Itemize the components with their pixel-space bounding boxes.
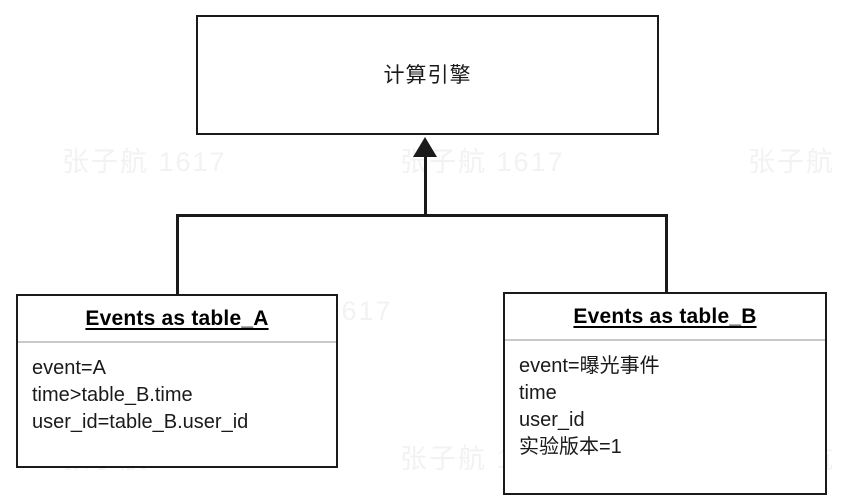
table-a-field-list: event=A time>table_B.time user_id=table_… <box>18 343 336 436</box>
table-a-field: user_id=table_B.user_id <box>32 411 249 433</box>
connector-branch-table-a <box>176 214 179 294</box>
table-a-field: time>table_B.time <box>32 384 193 406</box>
arrow-up-icon <box>413 137 437 157</box>
table-b-field: user_id <box>519 409 585 431</box>
table-a-header: Events as table_A <box>18 296 336 343</box>
engine-node-label: 计算引擎 <box>383 63 472 87</box>
table-b-field: time <box>519 382 557 404</box>
table-b-field: 实验版本=1 <box>519 436 622 458</box>
table-b-field: event=曝光事件 <box>519 355 660 377</box>
connector-horizontal-bar <box>176 214 668 217</box>
watermark: 张子航 1617 <box>62 147 227 177</box>
connector-branch-table-b <box>665 214 668 292</box>
table-node-table-a: Events as table_A event=A time>table_B.t… <box>16 294 338 468</box>
table-b-field-list: event=曝光事件 time user_id 实验版本=1 <box>505 341 825 461</box>
connector-stem <box>424 152 427 216</box>
table-a-header-label: Events as table_A <box>85 306 269 330</box>
table-b-header-label: Events as table_B <box>573 304 757 328</box>
engine-node: 计算引擎 <box>196 15 659 135</box>
table-a-field: event=A <box>32 357 106 379</box>
table-b-header: Events as table_B <box>505 294 825 341</box>
table-node-table-b: Events as table_B event=曝光事件 time user_i… <box>503 292 827 495</box>
watermark: 张子航 1617 <box>748 147 842 177</box>
